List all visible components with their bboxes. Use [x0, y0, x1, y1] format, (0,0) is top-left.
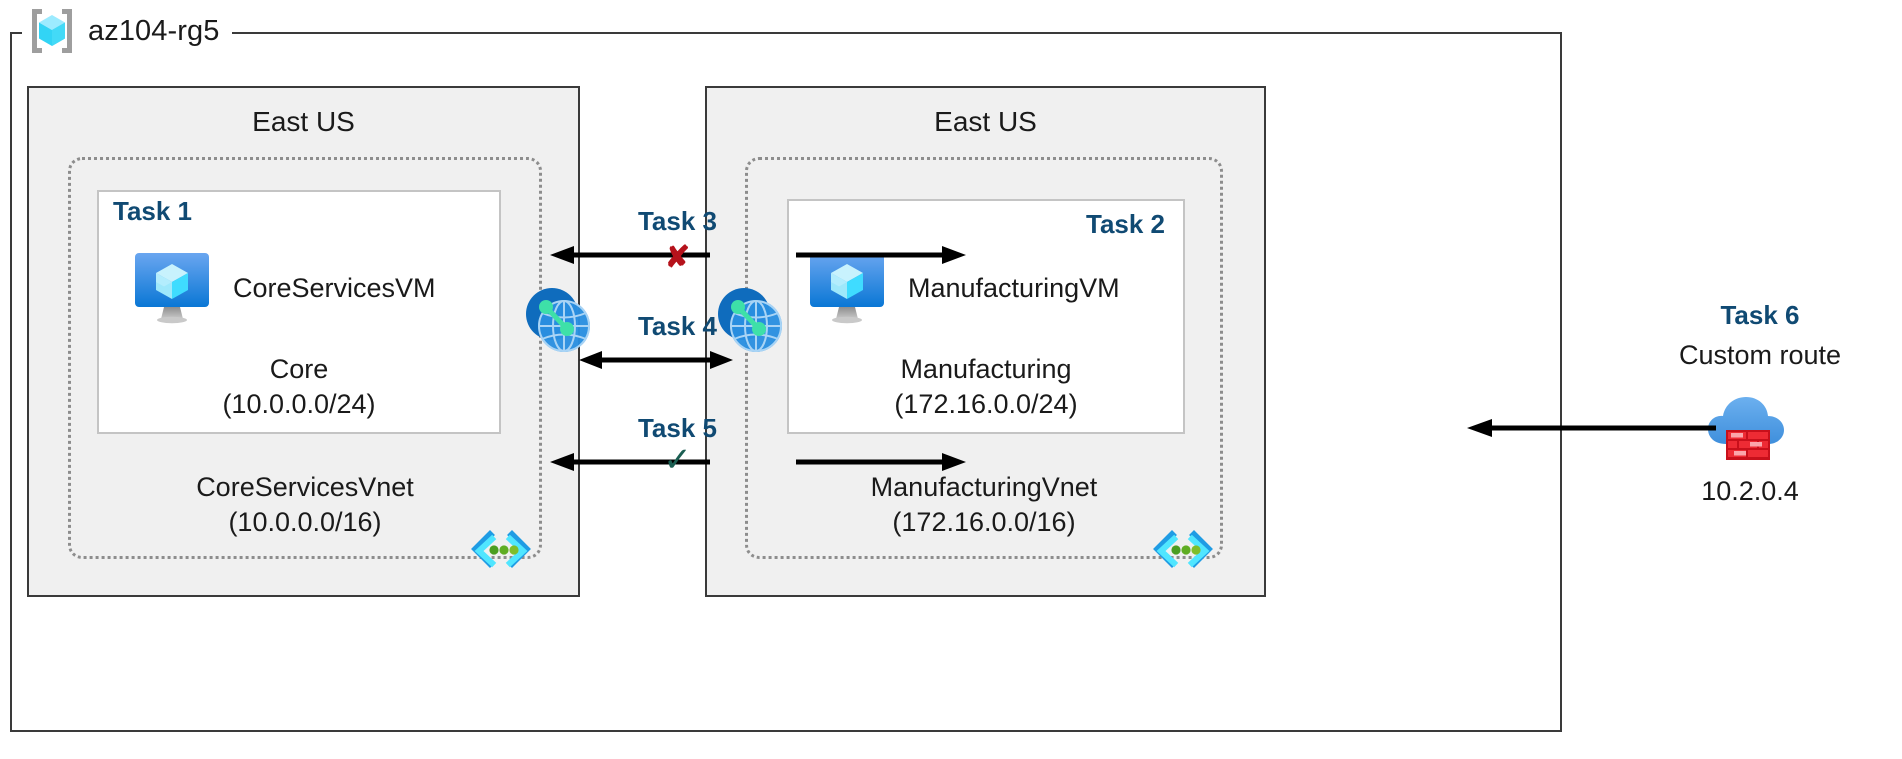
vm-row-left: CoreServicesVM — [133, 251, 436, 325]
region-label-right: East US — [934, 106, 1037, 137]
task-label-3: Task 3 — [637, 206, 717, 236]
vnet-cidr-left: (10.0.0.0/16) — [228, 507, 382, 538]
subnet-cidr-left: (10.0.0.0/24) — [222, 389, 376, 420]
connection-arrow-task5 — [550, 453, 966, 471]
connection-arrow-task3 — [550, 246, 966, 264]
status-marker-task5: ✓ — [663, 441, 692, 479]
vnet-peering-globe-icon-right — [712, 282, 788, 358]
subnet-brackets-icon-left — [470, 530, 532, 570]
vnet-label-right: ManufacturingVnet (172.16.0.0/16) — [745, 470, 1223, 540]
task-label-6: Task 6 — [1720, 300, 1800, 330]
virtual-machine-icon-right — [808, 251, 886, 325]
vnet-peering-globe-icon-left — [520, 282, 596, 358]
vnet-cidr-right: (172.16.0.0/16) — [892, 507, 1076, 538]
subnet-name-left: Core — [269, 354, 329, 384]
azure-firewall-cloud-icon — [1704, 392, 1788, 464]
vnet-label-left: CoreServicesVnet (10.0.0.0/16) — [68, 470, 542, 540]
region-label-left: East US — [252, 106, 355, 137]
custom-route-arrow — [1467, 419, 1716, 437]
connection-arrow-task4 — [579, 351, 733, 369]
task-label-5: Task 5 — [637, 413, 717, 443]
virtual-machine-icon-left — [133, 251, 211, 325]
subnet-label-right: Manufacturing (172.16.0.0/24) — [787, 352, 1185, 422]
vnet-box-left — [68, 157, 542, 559]
vm-name-left: CoreServicesVM — [233, 272, 436, 303]
vnet-name-right: ManufacturingVnet — [870, 472, 1098, 502]
subnet-label-left: Core (10.0.0.0/24) — [97, 352, 501, 422]
vm-name-right: ManufacturingVM — [908, 272, 1120, 303]
firewall-ip-address: 10.2.0.4 — [1701, 476, 1799, 506]
resource-group-cube-icon — [26, 5, 78, 57]
vnet-name-left: CoreServicesVnet — [196, 472, 414, 502]
vm-row-right: ManufacturingVM — [808, 251, 1120, 325]
subnet-brackets-icon-right — [1152, 530, 1214, 570]
resource-group-name: az104-rg5 — [88, 14, 220, 47]
subnet-name-right: Manufacturing — [900, 354, 1072, 384]
vnet-box-right — [745, 157, 1223, 559]
task-label-4: Task 4 — [637, 311, 717, 341]
resource-group-header: az104-rg5 — [22, 2, 232, 60]
task-tag-1: Task 1 — [113, 196, 193, 226]
status-marker-task3: ✘ — [664, 241, 691, 274]
resource-group-container — [10, 32, 1562, 732]
subnet-cidr-right: (172.16.0.0/24) — [894, 389, 1078, 420]
task-tag-2: Task 2 — [1086, 209, 1166, 239]
custom-route-label: Custom route — [1678, 340, 1842, 370]
